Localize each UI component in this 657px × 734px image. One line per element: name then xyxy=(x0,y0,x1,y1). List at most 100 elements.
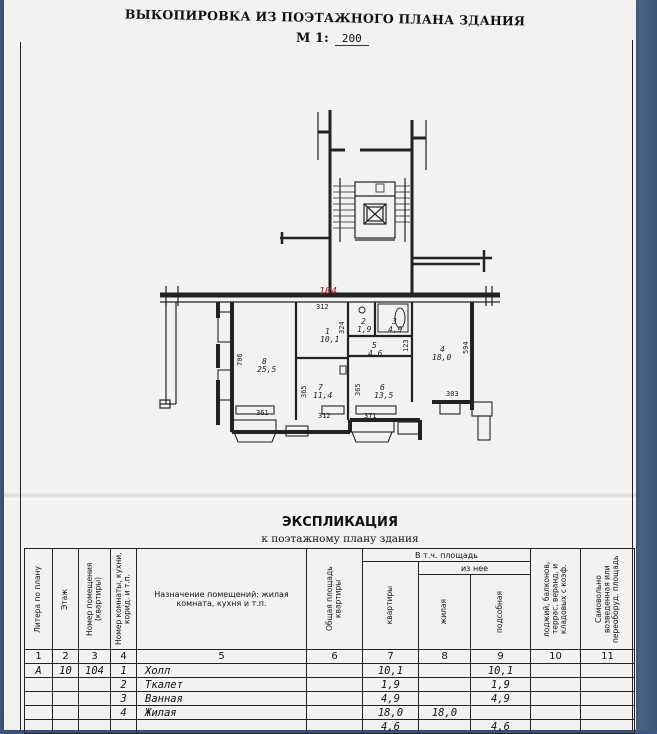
header-cell: Самовольно возведенная или переоборуд. п… xyxy=(580,548,636,650)
stairwell-core xyxy=(318,110,426,295)
room-5-area: 4,6 xyxy=(368,349,383,358)
column-number: 1 xyxy=(24,649,53,664)
cell-floor: 10 xyxy=(52,663,79,678)
cell-unauthorized xyxy=(580,677,636,692)
header-loggias: лоджий, балконов, террас, веранд, и клад… xyxy=(541,561,568,637)
cell-apartment xyxy=(78,719,111,734)
scale-row: М 1:200 xyxy=(296,31,369,46)
room-7-area: 11,4 xyxy=(313,391,332,400)
column-number: 7 xyxy=(362,649,419,664)
dimension-label: 361 xyxy=(256,409,269,417)
cell-room: 1 xyxy=(110,663,137,678)
header-total-area: Общая площадь квартиры xyxy=(325,566,343,632)
cell-floor xyxy=(52,719,79,734)
header-apartment-number: Номер помещения (квартиры) xyxy=(85,562,103,636)
cell-litera xyxy=(24,719,53,734)
header-unauthorized: Самовольно возведенная или переоборуд. п… xyxy=(593,555,620,643)
cell-litera: А xyxy=(24,663,53,678)
frame-right-border xyxy=(632,40,633,730)
header-room-number: Номер комнаты, кухни, корид. и т.п. xyxy=(114,552,132,646)
room-1-number: 1 xyxy=(325,327,330,336)
cell-floor xyxy=(52,705,79,720)
header-cell: квартиры xyxy=(362,561,419,650)
room-7-number: 7 xyxy=(318,383,323,392)
dimension-label: 371 xyxy=(364,412,377,420)
cell-loggia xyxy=(530,677,582,692)
column-number: 11 xyxy=(580,649,636,664)
header-cell: Общая площадь квартиры xyxy=(306,548,363,650)
header-row: Литера по плану Этаж Номер помещения (кв… xyxy=(24,548,636,650)
header-floor: Этаж xyxy=(60,588,70,610)
dimension-label: 365 xyxy=(354,383,362,396)
room-3-number: 3 xyxy=(391,317,397,326)
room-8-area: 25,5 xyxy=(257,365,276,374)
windows xyxy=(217,311,493,443)
explication-subtitle: к поэтажному плану здания xyxy=(261,533,419,545)
cell-apartment-area: 4,6 xyxy=(362,719,419,734)
cell-purpose: Ткалет xyxy=(136,677,307,692)
table-row: 4 Жилая 18,0 18,0 xyxy=(24,705,636,720)
cell-room: 2 xyxy=(110,677,137,692)
dimension-label: 312 xyxy=(316,303,329,311)
table-row: 4,6 4,6 xyxy=(24,719,636,734)
cell-purpose: Ванная xyxy=(136,691,307,706)
cell-total xyxy=(306,677,363,692)
cell-auxiliary: 4,9 xyxy=(469,691,532,706)
cell-room xyxy=(110,719,137,734)
dimension-label: 123 xyxy=(402,339,410,352)
cell-total xyxy=(306,705,363,720)
header-cell: Номер помещения (квартиры) xyxy=(78,548,111,650)
room-5-number: 5 xyxy=(372,341,377,350)
cell-room: 4 xyxy=(110,705,137,720)
interior-partitions xyxy=(294,302,414,420)
cell-apartment-area: 1,9 xyxy=(362,677,419,692)
column-number: 3 xyxy=(78,649,111,664)
room-6-number: 6 xyxy=(380,383,385,392)
cell-living xyxy=(418,719,471,734)
room-4-area: 18,0 xyxy=(432,353,451,362)
cell-unauthorized xyxy=(580,719,636,734)
dimension-label: 594 xyxy=(462,341,470,354)
column-number: 5 xyxy=(136,649,307,664)
header-purpose: Назначение помещений: жилая комната, кух… xyxy=(136,548,307,650)
table-row: 2 Ткалет 1,9 1,9 xyxy=(24,677,636,692)
cell-apartment xyxy=(78,677,111,692)
dimension-label: 324 xyxy=(338,321,346,334)
frame-left-border xyxy=(20,42,21,730)
column-number: 8 xyxy=(418,649,471,664)
cell-loggia xyxy=(530,719,582,734)
room-6-area: 13,5 xyxy=(374,391,393,400)
cell-room: 3 xyxy=(110,691,137,706)
column-number-row: 1 2 3 4 5 6 7 8 9 10 11 xyxy=(24,649,636,664)
table-row: А 10 104 1 Холл 10,1 10,1 xyxy=(24,663,636,678)
header-living: жилая xyxy=(439,599,449,625)
cell-total xyxy=(306,719,363,734)
column-number: 6 xyxy=(306,649,363,664)
header-of-which: из нее xyxy=(417,561,532,575)
explication-table: Литера по плану Этаж Номер помещения (кв… xyxy=(24,548,636,734)
header-cell: Этаж xyxy=(52,548,79,650)
cell-purpose: Жилая xyxy=(136,705,307,720)
column-number: 4 xyxy=(110,649,137,664)
room-4-number: 4 xyxy=(440,345,445,354)
dimension-label: 365 xyxy=(300,385,308,398)
cell-purpose: Холл xyxy=(136,663,307,678)
cell-living xyxy=(418,691,471,706)
cell-total xyxy=(306,691,363,706)
column-number: 9 xyxy=(469,649,532,664)
column-number: 2 xyxy=(52,649,79,664)
cell-unauthorized xyxy=(580,705,636,720)
apartment-number: 104 xyxy=(319,286,337,297)
cell-living xyxy=(418,663,471,678)
header-apartments: квартиры xyxy=(385,586,395,625)
header-cell: лоджий, балконов, террас, веранд, и клад… xyxy=(530,548,582,650)
cell-auxiliary: 4,6 xyxy=(469,719,532,734)
scale-label: М 1: xyxy=(296,31,329,46)
header-litera: Литера по плану xyxy=(33,565,43,633)
cell-apartment-area: 10,1 xyxy=(362,663,419,678)
room-2-area: 1,9 xyxy=(357,325,372,334)
cell-auxiliary: 1,9 xyxy=(469,677,532,692)
cell-auxiliary xyxy=(469,705,532,720)
cell-apartment xyxy=(78,705,111,720)
room-3-area: 4,9 xyxy=(388,325,403,334)
